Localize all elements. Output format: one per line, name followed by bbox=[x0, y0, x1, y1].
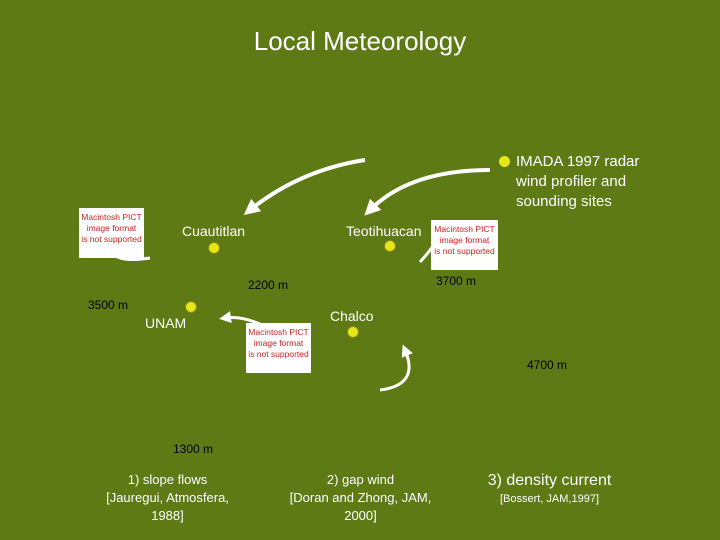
site-label-cuautitlan: Cuautitlan bbox=[182, 223, 246, 239]
page-title: Local Meteorology bbox=[253, 26, 467, 56]
caption-slope-flows: 1) slope flows [Jauregui, Atmosfera, 198… bbox=[106, 472, 229, 523]
elevation-1300: 1300 m bbox=[173, 442, 214, 456]
site-label-chalco: Chalco bbox=[330, 308, 374, 324]
site-marker-teotihuacan bbox=[384, 240, 396, 252]
elevation-4700: 4700 m bbox=[527, 358, 568, 372]
site-marker-unam bbox=[185, 301, 197, 313]
legend-marker bbox=[499, 156, 510, 167]
caption-density-current: 3) density current [Bossert, JAM,1997] bbox=[487, 472, 612, 505]
elevation-3700: 3700 m bbox=[436, 274, 477, 288]
pict-placeholder-cuautitlan: Macintosh PICT image format is not suppo… bbox=[79, 208, 144, 258]
pict-placeholder-teotihuacan: Macintosh PICT image format is not suppo… bbox=[431, 220, 498, 270]
elevation-3500: 3500 m bbox=[88, 298, 129, 312]
arrow-top-left bbox=[243, 158, 366, 215]
site-label-unam: UNAM bbox=[145, 315, 187, 331]
site-label-teotihuacan: Teotihuacan bbox=[346, 223, 422, 239]
arrow-chalco-loop bbox=[379, 344, 413, 392]
caption-gap-wind: 2) gap wind [Doran and Zhong, JAM, 2000] bbox=[289, 472, 432, 523]
site-marker-chalco bbox=[347, 326, 359, 338]
legend-text: IMADA 1997 radar wind profiler and sound… bbox=[516, 153, 640, 210]
pict-placeholder-unam: Macintosh PICT image format is not suppo… bbox=[246, 323, 311, 373]
arrow-top-right bbox=[364, 168, 491, 216]
elevation-2200: 2200 m bbox=[248, 278, 289, 292]
site-marker-cuautitlan bbox=[208, 242, 220, 254]
